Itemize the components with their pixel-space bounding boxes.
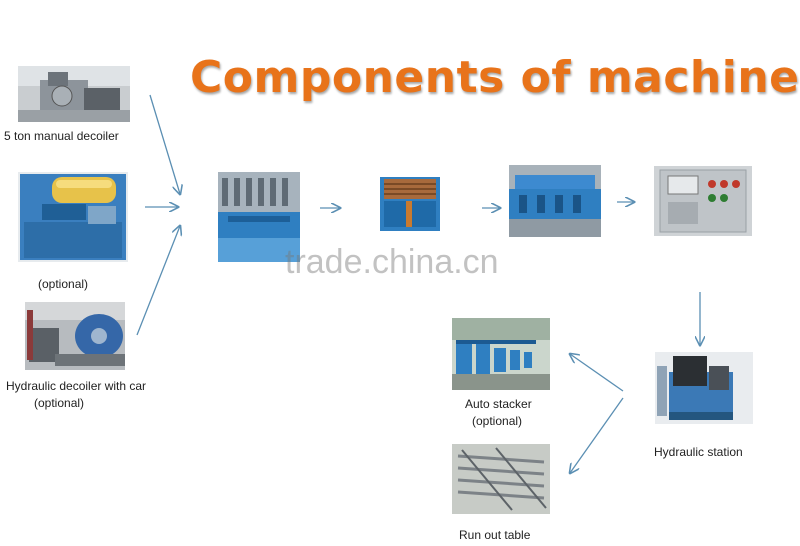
auto-stacker-label-1: Auto stacker: [465, 397, 532, 411]
decoiler-with-car-image: [25, 302, 125, 370]
decoiler-with-car-label-2: (optional): [34, 396, 85, 410]
manual-decoiler-label: 5 ton manual decoiler: [4, 129, 119, 143]
page-title: Components of machine: [190, 52, 800, 103]
watermark: trade.china.cn: [285, 243, 499, 281]
control-cabinet-image: [654, 166, 752, 236]
auto-stacker-label-2: (optional): [472, 414, 523, 428]
arrow-station-to-stacker: [570, 354, 624, 392]
roll-forming-image: [509, 165, 601, 237]
decoiler-with-car-label-1: Hydraulic decoiler with car: [6, 379, 147, 393]
hydraulic-decoiler-image: [18, 172, 128, 262]
run-out-table-label: Run out table: [459, 528, 531, 542]
arrow-decoiler-to-leveler: [149, 94, 180, 194]
leveler-image: [218, 172, 300, 262]
auto-stacker-image: [452, 318, 550, 390]
manual-decoiler-image: [18, 66, 130, 122]
hydraulic-station-image: [655, 352, 753, 424]
hydraulic-decoiler-label: (optional): [38, 277, 89, 291]
shear-image: [380, 177, 440, 231]
hydraulic-station-label: Hydraulic station: [654, 445, 743, 459]
arrow-car-to-leveler: [136, 226, 180, 336]
arrow-station-to-runout: [570, 397, 624, 473]
run-out-table-image: [452, 444, 550, 514]
